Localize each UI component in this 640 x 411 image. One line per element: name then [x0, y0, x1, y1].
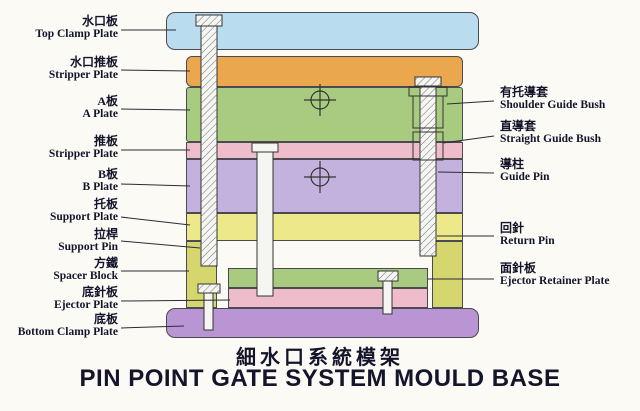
top-clamp-plate [166, 12, 479, 50]
label-en: Bottom Clamp Plate [17, 326, 118, 339]
label-en: Stripper Plate [48, 148, 118, 161]
label-en: Spacer Block [53, 270, 118, 283]
label-shoulder-guide-bush: 有托導套 Shoulder Guide Bush [500, 85, 606, 112]
label-cn: 面針板 [500, 261, 537, 275]
label-en: Top Clamp Plate [35, 28, 118, 41]
label-a-plate: A板 A Plate [82, 94, 118, 121]
support-plate [186, 213, 463, 241]
runner-stripper-plate [186, 56, 463, 87]
label-ejector-plate: 底針板 Ejector Plate [54, 285, 118, 312]
label-en: Shoulder Guide Bush [500, 99, 606, 112]
label-cn: 水口推板 [69, 55, 118, 69]
label-cn: 底針板 [81, 285, 118, 299]
page-title-english: PIN POINT GATE SYSTEM MOULD BASE [79, 365, 561, 392]
page-title-chinese: 細水口系統模架 [236, 347, 404, 369]
label-spacer-block: 方鐵 Spacer Block [53, 256, 118, 283]
label-runner-stripper-plate: 水口推板 Stripper Plate [48, 55, 118, 82]
label-en: Support Plate [49, 211, 118, 224]
label-en: B Plate [82, 181, 118, 194]
label-stripper-plate: 推板 Stripper Plate [48, 134, 118, 161]
label-cn: A板 [97, 94, 118, 108]
label-en: Straight Guide Bush [500, 133, 601, 146]
label-cn: 水口板 [81, 14, 118, 28]
label-en: A Plate [82, 108, 118, 121]
label-cn: 拉桿 [93, 227, 118, 241]
stripper-plate [186, 142, 463, 159]
ejector-plate [228, 288, 428, 308]
label-cn: 方鐵 [93, 256, 118, 270]
label-cn: 回針 [500, 221, 525, 235]
label-cn: 有托導套 [500, 85, 549, 99]
label-en: Ejector Plate [54, 299, 118, 312]
label-top-clamp-plate: 水口板 Top Clamp Plate [35, 14, 118, 41]
label-support-plate: 托板 Support Plate [49, 197, 118, 224]
label-guide-pin: 導柱 Guide Pin [500, 157, 550, 184]
label-ejector-retainer-plate: 面針板 Ejector Retainer Plate [500, 261, 610, 288]
bottom-clamp-plate [166, 308, 479, 338]
b-plate [186, 159, 463, 213]
label-support-pin: 拉桿 Support Pin [58, 227, 118, 254]
label-cn: 底板 [93, 312, 118, 326]
label-return-pin: 回針 Return Pin [500, 221, 555, 248]
label-cn: 推板 [93, 134, 118, 148]
label-cn: 導柱 [500, 157, 525, 171]
label-bottom-clamp-plate: 底板 Bottom Clamp Plate [17, 312, 118, 339]
label-cn: B板 [97, 167, 118, 181]
label-cn: 托板 [93, 197, 118, 211]
label-en: Stripper Plate [48, 69, 118, 82]
label-en: Ejector Retainer Plate [500, 275, 610, 288]
label-en: Guide Pin [500, 171, 550, 184]
label-straight-guide-bush: 直導套 Straight Guide Bush [500, 119, 601, 146]
label-b-plate: B板 B Plate [82, 167, 118, 194]
label-en: Support Pin [58, 241, 118, 254]
spacer-block-right [432, 241, 463, 308]
label-cn: 直導套 [500, 119, 537, 133]
ejector-retainer-plate [228, 268, 428, 288]
spacer-block-left [186, 241, 217, 308]
a-plate [186, 87, 463, 142]
label-en: Return Pin [500, 235, 555, 248]
